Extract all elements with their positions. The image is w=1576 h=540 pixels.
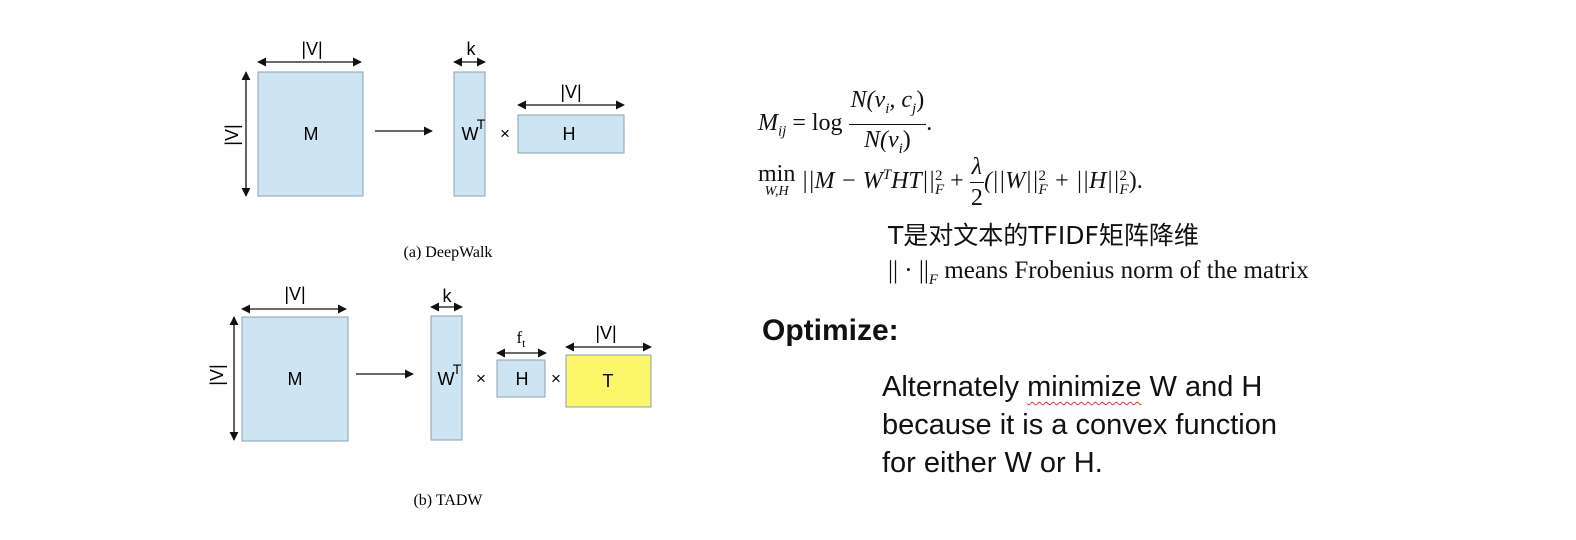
dw-m-width-label: |V| xyxy=(301,39,322,59)
tadw-caption: (b) TADW xyxy=(413,492,483,509)
dw-times-sign: × xyxy=(500,124,510,143)
tadw-matrix-t-label: T xyxy=(603,371,614,391)
dw-m-height-label: |V| xyxy=(222,124,242,145)
tadw-m-height-label: |V| xyxy=(207,364,227,385)
frobenius-norm-note: || · ||F means Frobenius norm of the mat… xyxy=(888,257,1309,288)
tadw-matrix-wt-label: W xyxy=(438,369,455,389)
tfidf-note: T是对文本的TFIDF矩阵降维 xyxy=(888,221,1199,250)
optimize-heading: Optimize: xyxy=(762,314,899,347)
equation-m-definition: Mij = log N(vi, cj)N(vi). xyxy=(758,85,932,164)
tadw-matrix-h xyxy=(496,359,546,398)
tadw-matrix-m xyxy=(241,316,349,442)
deepwalk-diagram: |V| |V| M k W T × |V| H (a) DeepWalk xyxy=(222,39,625,261)
tadw-h-width-label: ft xyxy=(516,328,526,350)
dw-h-width-label: |V| xyxy=(560,82,581,102)
tadw-matrix-t xyxy=(565,354,652,408)
tadw-times-sign-1: × xyxy=(476,369,486,388)
tadw-diagram: |V| |V| M k W T × ft H × |V| T (b) TADW xyxy=(207,284,652,509)
tadw-matrix-m-label: M xyxy=(288,369,303,389)
dw-matrix-h-label: H xyxy=(563,124,576,144)
tadw-times-sign-2: × xyxy=(551,369,561,388)
matrix-factorization-figure: |V| |V| M k W T × |V| H (a) DeepWalk |V|… xyxy=(207,39,652,509)
dw-matrix-h xyxy=(517,114,625,154)
spellcheck-word: minimize xyxy=(1027,371,1142,403)
tadw-matrix-wt-sup: T xyxy=(453,361,462,377)
optimize-description: Alternately minimize W and H because it … xyxy=(882,371,1277,479)
dw-matrix-wt-sup: T xyxy=(477,116,486,132)
dw-matrix-wt-label: W xyxy=(462,124,479,144)
tadw-matrix-h-label: H xyxy=(516,369,529,389)
tadw-t-width-label: |V| xyxy=(595,323,616,343)
dw-matrix-wt xyxy=(453,71,486,197)
dw-matrix-m-label: M xyxy=(304,124,319,144)
dw-matrix-m xyxy=(257,71,364,197)
dw-caption: (a) DeepWalk xyxy=(404,244,493,261)
eq1-fraction: N(vi, cj)N(vi) xyxy=(848,87,927,157)
tadw-matrix-wt xyxy=(430,315,463,441)
tadw-w-width-label: k xyxy=(443,286,453,306)
dw-w-width-label: k xyxy=(467,39,477,59)
tadw-m-width-label: |V| xyxy=(284,284,305,304)
